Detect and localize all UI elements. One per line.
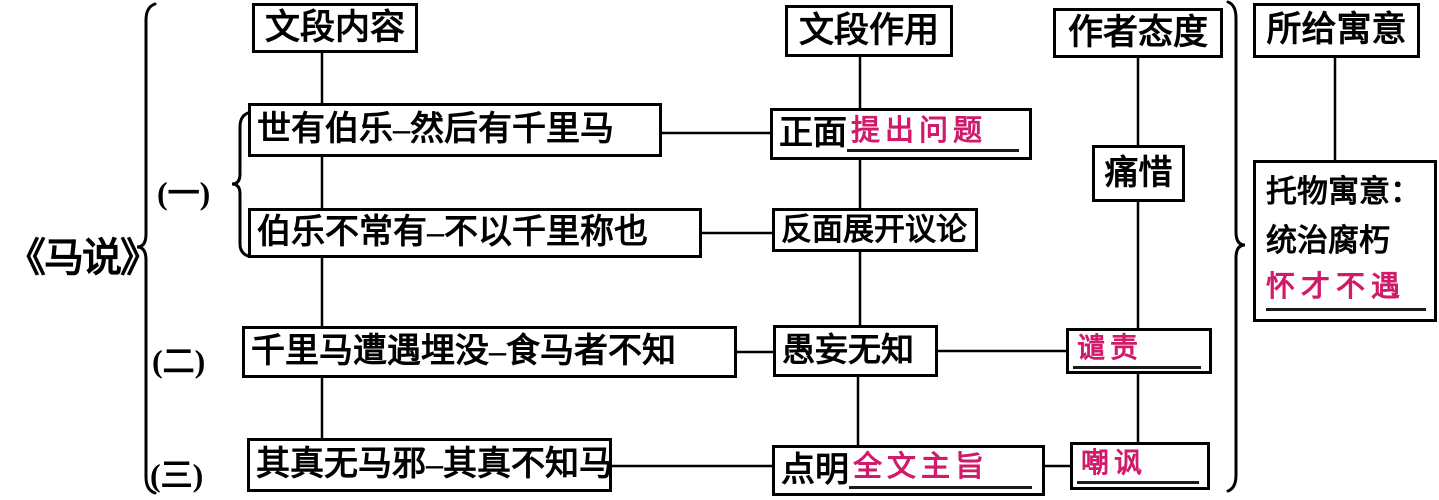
section-label-1: (一) (157, 175, 211, 211)
function-row4-prefix: 点明 (781, 451, 849, 489)
attitude-row2-answer: 谴责 (1073, 332, 1201, 369)
main-right-brace (1226, 0, 1246, 493)
attitude-box-row1: 痛惜 (1092, 145, 1185, 202)
function-box-row1: 正面 提出问题 (770, 108, 1032, 160)
header-function: 文段作用 (785, 5, 953, 57)
header-attitude: 作者态度 (1053, 8, 1223, 58)
content-box-row2: 千里马遭遇埋没–食马者不知 (242, 326, 737, 378)
moral-line-3: 怀才不遇 (1266, 271, 1426, 311)
attitude-box-row3: 嘲讽 (1070, 442, 1210, 490)
content-box-row3: 其真无马邪–其真不知马 (247, 438, 613, 492)
header-moral: 所给寓意 (1253, 3, 1420, 58)
content-box-row1a: 世有伯乐–然后有千里马 (248, 103, 662, 157)
page-title: 《马说》 (6, 235, 160, 280)
function-box-row3: 愚妄无知 (773, 325, 938, 377)
function-box-row4: 点明 全文主旨 (772, 445, 1045, 496)
function-box-row2: 反面展开议论 (772, 208, 978, 252)
section-one-brace (231, 111, 250, 258)
section-label-2: (二) (152, 343, 206, 379)
attitude-box-row2: 谴责 (1066, 328, 1212, 374)
main-left-brace (136, 2, 157, 495)
moral-box: 托物寓意： 统治腐朽 怀才不遇 (1253, 160, 1437, 322)
content-box-row1b: 伯乐不常有–不以千里称也 (248, 208, 702, 258)
moral-line-2: 统治腐朽 (1266, 222, 1390, 258)
function-row4-answer: 全文主旨 (849, 451, 1032, 489)
header-content: 文段内容 (252, 3, 418, 53)
function-row1-answer: 提出问题 (847, 115, 1019, 153)
function-row1-prefix: 正面 (779, 115, 847, 153)
attitude-row3-answer: 嘲讽 (1077, 447, 1199, 484)
section-label-3: (三) (150, 457, 204, 493)
moral-line-1: 托物寓意： (1266, 174, 1421, 209)
